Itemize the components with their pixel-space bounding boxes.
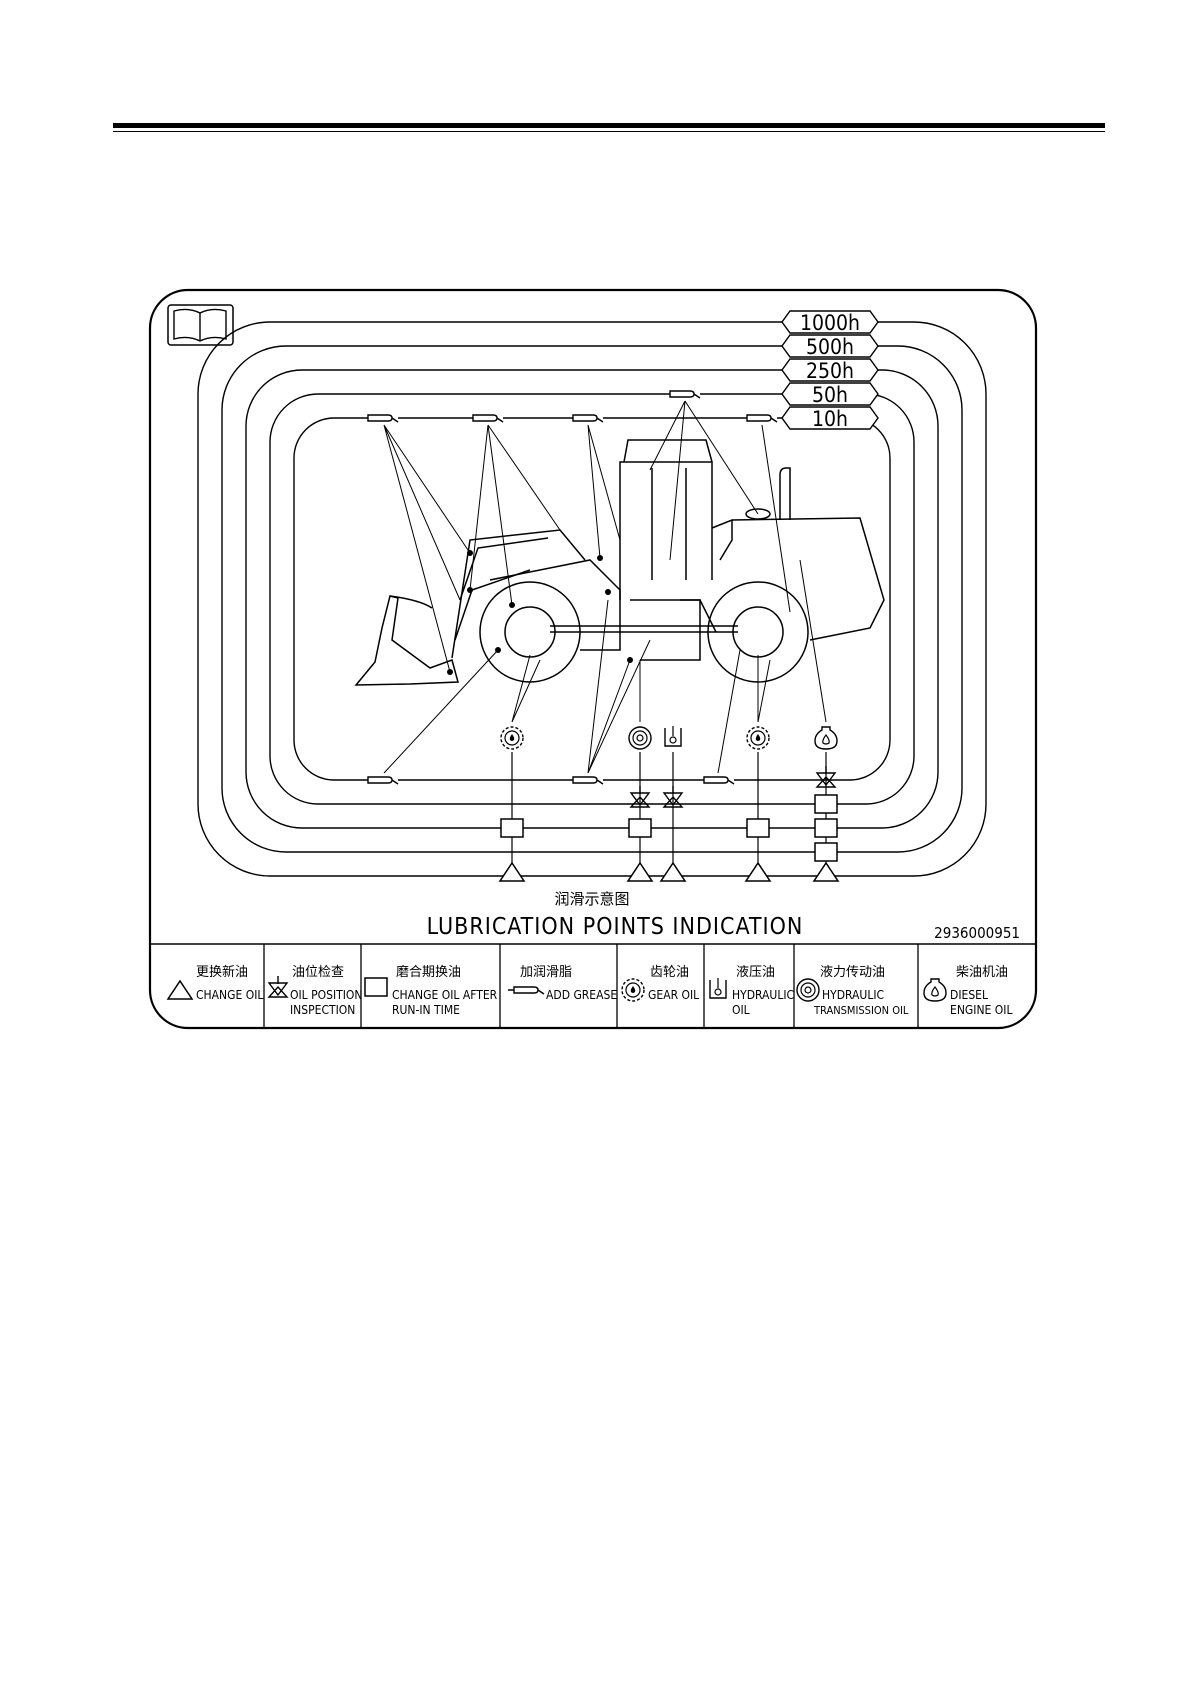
- label-legend-7-cn: 柴油机油: [956, 965, 1008, 980]
- gear-oil-icon: [622, 979, 644, 1001]
- oil-level-icon: [664, 786, 682, 807]
- label-legend-0-en1: CHANGE OIL: [196, 988, 263, 1002]
- triangle-icon: [500, 863, 524, 881]
- label-legend-0-cn: 更换新油: [196, 964, 248, 980]
- square-icon: [815, 843, 837, 861]
- label-diagram-intervals-2: 250h: [806, 359, 854, 383]
- label-legend-6-cn: 液力传动油: [820, 965, 885, 980]
- label-legend-5-en1: HYDRAULIC: [732, 988, 794, 1002]
- label-legend-1-cn: 油位检查: [292, 965, 344, 980]
- legend-item-run-in: 磨合期换油 CHANGE OIL AFTER RUN-IN TIME: [365, 965, 498, 1017]
- label-diagram-intervals-4: 10h: [812, 407, 848, 431]
- legend-item-gear-oil: 齿轮油 GEAR OIL: [622, 965, 699, 1002]
- triangle-icon: [746, 863, 770, 881]
- label-legend-3-en1: ADD GREASE: [546, 988, 617, 1002]
- interval-label-10h: 10h: [782, 407, 878, 431]
- square-icon: [629, 819, 651, 837]
- interval-labels: 1000h 500h 250h 50h 10h: [782, 311, 878, 431]
- label-legend-4-cn: 齿轮油: [650, 965, 689, 980]
- label-diagram-intervals-1: 500h: [806, 335, 854, 359]
- oil-level-icon: [269, 976, 287, 997]
- label-legend-4-en1: GEAR OIL: [648, 988, 699, 1002]
- label-legend-2-cn: 磨合期换油: [396, 965, 461, 980]
- label-legend-7-en1: DIESEL: [950, 988, 988, 1002]
- label-legend-1-en2: INSPECTION: [290, 1003, 355, 1017]
- diesel-oil-icon: [815, 727, 837, 749]
- label-legend-5-en2: OIL: [732, 1003, 750, 1017]
- label-legend-5-cn: 液压油: [736, 965, 775, 980]
- part-number: 2936000951: [934, 924, 1020, 942]
- hydraulic-oil-icon: [665, 726, 681, 746]
- exhaust-pipe: [780, 468, 790, 520]
- wheel-loader-drawing: [356, 440, 884, 685]
- grease-points-top: [362, 387, 777, 425]
- cab: [620, 462, 712, 600]
- triangle-icon: [661, 863, 685, 881]
- label-diagram-intervals-0: 1000h: [800, 311, 860, 335]
- interval-label-250h: 250h: [782, 359, 878, 383]
- legend-item-transmission-oil: 液力传动油 HYDRAULIC TRANSMISSION OIL: [797, 965, 909, 1017]
- triangle-icon: [168, 981, 192, 999]
- interval-label-1000h: 1000h: [782, 311, 878, 335]
- diagram-title-cn: 润滑示意图: [554, 890, 629, 908]
- interval-label-500h: 500h: [782, 335, 878, 359]
- label-legend-3-cn: 加润滑脂: [520, 965, 572, 980]
- label-legend-7-en2: ENGINE OIL: [950, 1003, 1012, 1017]
- triangle-icon: [814, 863, 838, 881]
- bucket: [356, 596, 458, 685]
- gear-oil-icon: [747, 727, 769, 749]
- transmission-oil-icon: [797, 979, 819, 1001]
- legend-item-hydraulic-oil: 液压油 HYDRAULIC OIL: [710, 965, 794, 1017]
- label-legend-1-en1: OIL POSITION: [290, 988, 363, 1002]
- square-icon: [365, 978, 387, 996]
- leader-lines: [384, 401, 826, 773]
- legend-item-oil-position: 油位检查 OIL POSITION INSPECTION: [269, 965, 363, 1017]
- square-icon: [747, 819, 769, 837]
- square-icon: [815, 795, 837, 813]
- legend-item-change-oil: 更换新油 CHANGE OIL: [168, 964, 263, 1002]
- square-icon: [501, 819, 523, 837]
- label-legend-6-en2: TRANSMISSION OIL: [813, 1004, 909, 1017]
- gear-oil-icon: [501, 727, 523, 749]
- label-diagram-intervals-3: 50h: [812, 383, 848, 407]
- interval-label-50h: 50h: [782, 383, 878, 407]
- diesel-oil-icon: [924, 979, 946, 1001]
- legend-item-add-grease: 加润滑脂 ADD GREASE: [508, 965, 617, 1002]
- triangle-icon: [628, 863, 652, 881]
- transmission-oil-icon: [629, 727, 651, 749]
- legend-item-diesel-oil: 柴油机油 DIESEL ENGINE OIL: [924, 965, 1012, 1017]
- diagram-title-en: LUBRICATION POINTS INDICATION: [427, 914, 804, 940]
- oil-level-icon: [817, 766, 835, 787]
- label-legend-2-en2: RUN-IN TIME: [392, 1003, 460, 1017]
- label-legend-6-en1: HYDRAULIC: [822, 988, 884, 1002]
- square-icon: [815, 819, 837, 837]
- grease-gun-icon: [508, 987, 544, 994]
- hydraulic-oil-icon: [710, 978, 726, 998]
- engine-hood: [712, 518, 884, 640]
- label-legend-2-en1: CHANGE OIL AFTER: [392, 988, 498, 1002]
- oil-level-icon: [631, 786, 649, 807]
